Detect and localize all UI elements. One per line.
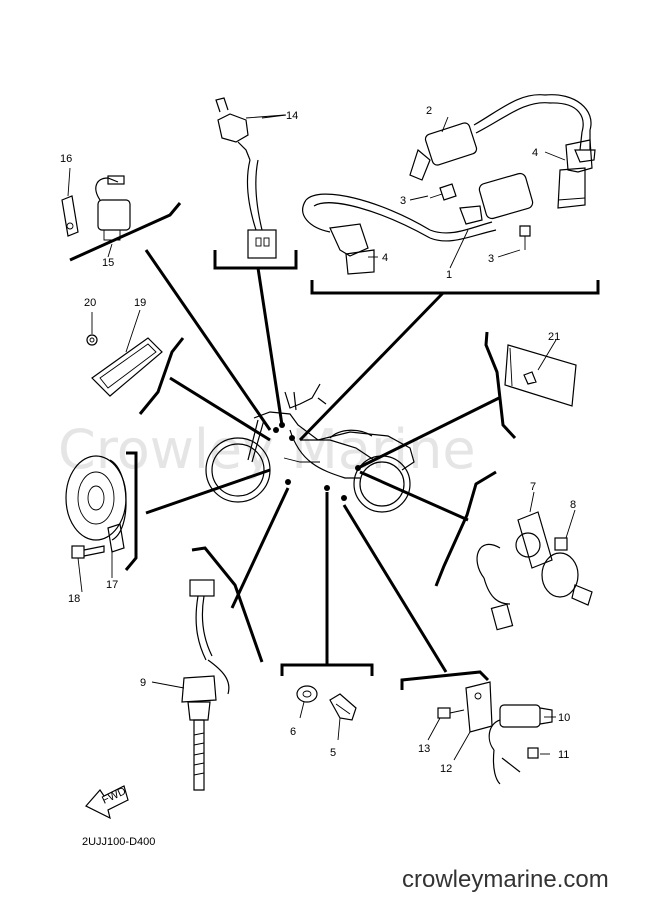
callout-21: 21	[548, 331, 560, 343]
callout-14: 14	[286, 110, 298, 122]
part-9-sensor	[181, 579, 230, 791]
fwd-label: FWD	[100, 785, 128, 806]
callout-11: 11	[558, 749, 569, 761]
callout-19: 19	[134, 297, 146, 309]
part-1-ignition-coil-lower	[302, 172, 534, 242]
callout-15: 15	[102, 257, 114, 269]
part-8-bolt	[554, 537, 568, 551]
callout-18: 18	[68, 593, 80, 605]
callout-2: 2	[426, 105, 432, 117]
part-10-switch	[488, 704, 553, 785]
part-13-bolt	[437, 707, 465, 719]
bracket-19-20	[138, 337, 185, 415]
bracket-21	[484, 331, 517, 440]
part-19-reflector	[91, 337, 163, 397]
callout-12: 12	[440, 763, 452, 775]
bracket-ignition	[310, 280, 600, 295]
part-12-bracket	[465, 681, 493, 733]
part-7-main-switch	[476, 511, 593, 631]
callout-3-upper: 3	[400, 195, 406, 207]
bracket-10-13	[400, 670, 490, 690]
callout-1: 1	[446, 269, 452, 281]
callout-10: 10	[558, 712, 570, 724]
bracket-5-6	[280, 663, 374, 676]
callout-leaders	[67, 114, 576, 761]
part-4-plug-cap-right	[557, 139, 593, 209]
part-17-horn	[65, 455, 127, 553]
bracket-horn	[124, 451, 138, 571]
callout-13: 13	[418, 743, 430, 755]
locator-dots	[273, 422, 361, 501]
part-4-plug-cap-left	[329, 223, 375, 275]
callout-7: 7	[530, 481, 536, 493]
part-2-ignition-coil-upper	[409, 94, 596, 181]
callout-9: 9	[140, 677, 146, 689]
part-14-switch	[215, 97, 286, 259]
part-3-bolts	[429, 183, 531, 250]
callout-3-lower: 3	[488, 253, 494, 265]
callout-16: 16	[60, 153, 72, 165]
callout-17: 17	[106, 579, 118, 591]
callout-5: 5	[330, 747, 336, 759]
part-5-bolt	[329, 693, 357, 721]
part-20-nut	[86, 334, 98, 346]
part-15-relay	[95, 175, 131, 241]
bracket-14	[213, 250, 298, 270]
site-url: crowleymarine.com	[402, 866, 609, 893]
leader-lines	[144, 249, 500, 673]
fwd-arrow-icon: FWD	[85, 785, 129, 820]
callout-numbers: 2 4 3 4 1 3 14 15 16 20 19 21 17 18 7 8 …	[60, 105, 576, 775]
part-16-bracket	[61, 195, 79, 237]
callout-20: 20	[84, 297, 96, 309]
callout-6: 6	[290, 726, 296, 738]
bracket-9	[191, 546, 264, 663]
callout-8: 8	[570, 499, 576, 511]
callout-4-right: 4	[532, 147, 538, 159]
bracket-15-16	[69, 202, 182, 262]
part-18-bolt	[71, 545, 105, 559]
part-21-reflector	[504, 344, 577, 407]
callout-4-left: 4	[382, 252, 388, 264]
drawing-code: 2UJJ100-D400	[82, 836, 156, 848]
bracket-7-8	[434, 470, 497, 587]
part-11-screw	[527, 747, 539, 759]
part-6-washer	[296, 685, 318, 703]
